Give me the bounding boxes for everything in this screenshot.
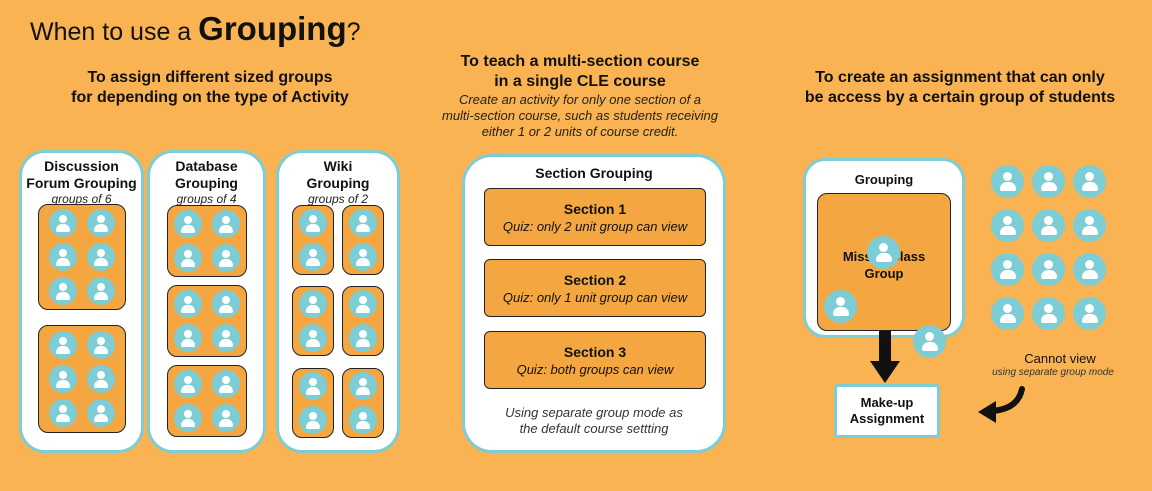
person-icon	[349, 372, 377, 400]
person-icon	[87, 399, 115, 427]
person-icon	[349, 243, 377, 271]
section-quiz: Quiz: only 1 unit group can view	[502, 290, 688, 305]
group-of-2	[292, 368, 334, 438]
section-2-box: Section 2 Quiz: only 1 unit group can vi…	[484, 259, 706, 317]
panel-title: Section Grouping	[535, 165, 653, 181]
group-of-2	[342, 368, 384, 438]
person-icon	[87, 243, 115, 271]
group-of-2	[292, 286, 334, 356]
person-icon	[299, 372, 327, 400]
person-icon	[212, 210, 240, 238]
person-icon	[349, 290, 377, 318]
right-heading: To create an assignment that can only be…	[804, 69, 1116, 106]
person-icon	[824, 290, 857, 323]
curved-arrow-icon	[978, 386, 1025, 423]
group-of-2	[342, 205, 384, 275]
person-icon	[87, 365, 115, 393]
person-icon	[349, 209, 377, 237]
person-icon	[49, 331, 77, 359]
panel-title: Grouping	[854, 172, 914, 187]
section-name: Section 2	[563, 272, 627, 288]
person-icon	[1032, 297, 1065, 330]
person-icon	[299, 209, 327, 237]
panel-subtitle: groups of 4	[176, 192, 237, 206]
left-heading: To assign different sized groups for dep…	[71, 69, 349, 106]
arrow-down-icon	[870, 331, 900, 383]
person-icon	[212, 244, 240, 272]
person-icon	[174, 244, 202, 272]
person-icon	[49, 277, 77, 305]
person-icon	[87, 209, 115, 237]
person-icon	[87, 277, 115, 305]
person-icon	[913, 325, 946, 358]
person-icon	[174, 324, 202, 352]
person-icon	[174, 404, 202, 432]
group-of-2	[342, 286, 384, 356]
makeup-assignment-box: Make-up Assignment	[834, 384, 940, 438]
person-icon	[174, 370, 202, 398]
person-icon	[212, 324, 240, 352]
person-icon	[1073, 253, 1106, 286]
person-icon	[991, 165, 1024, 198]
section-quiz: Quiz: only 2 unit group can view	[502, 219, 688, 234]
section-3-box: Section 3 Quiz: both groups can view	[484, 331, 706, 389]
group-of-4	[167, 285, 247, 357]
person-icon	[49, 243, 77, 271]
section-name: Section 1	[563, 201, 627, 217]
person-icon	[299, 406, 327, 434]
person-icon	[1032, 209, 1065, 242]
person-icon	[991, 297, 1024, 330]
section-1-box: Section 1 Quiz: only 2 unit group can vi…	[484, 188, 706, 246]
person-icon	[174, 290, 202, 318]
person-icon	[49, 365, 77, 393]
group-of-2	[292, 205, 334, 275]
group-of-6	[38, 325, 126, 433]
person-icon	[299, 243, 327, 271]
panel-title: Database Grouping	[175, 158, 238, 191]
person-icon	[1073, 209, 1106, 242]
person-icon	[49, 399, 77, 427]
panel-subtitle: groups of 2	[307, 192, 369, 206]
person-icon	[299, 290, 327, 318]
person-icon	[867, 236, 900, 269]
panel-title: Wiki Grouping	[306, 158, 370, 191]
person-icon	[212, 404, 240, 432]
person-icon	[1073, 297, 1106, 330]
section-quiz: Quiz: both groups can view	[516, 362, 674, 377]
other-students-crowd	[991, 165, 1106, 330]
group-of-4	[167, 205, 247, 277]
cannot-view-sublabel: using separate group mode	[992, 367, 1114, 378]
section-note: Using separate group mode as the default…	[505, 405, 683, 436]
group-of-6	[38, 204, 126, 310]
cannot-view-label: Cannot view	[1024, 351, 1096, 366]
group-of-4	[167, 365, 247, 437]
person-icon	[212, 290, 240, 318]
section-name: Section 3	[563, 344, 627, 360]
middle-description: Create an activity for only one section …	[441, 92, 718, 139]
person-icon	[349, 324, 377, 352]
person-icon	[991, 209, 1024, 242]
person-icon	[1032, 253, 1065, 286]
panel-subtitle: groups of 6	[51, 192, 112, 206]
person-icon	[349, 406, 377, 434]
person-icon	[991, 253, 1024, 286]
person-icon	[212, 370, 240, 398]
person-icon	[1073, 165, 1106, 198]
middle-heading: To teach a multi-section course in a sin…	[460, 53, 700, 90]
person-icon	[174, 210, 202, 238]
panel-title: Discussion Forum Grouping	[26, 158, 137, 191]
person-icon	[87, 331, 115, 359]
person-icon	[299, 324, 327, 352]
person-icon	[1032, 165, 1065, 198]
page-title: When to use a Grouping?	[30, 10, 361, 47]
person-icon	[49, 209, 77, 237]
